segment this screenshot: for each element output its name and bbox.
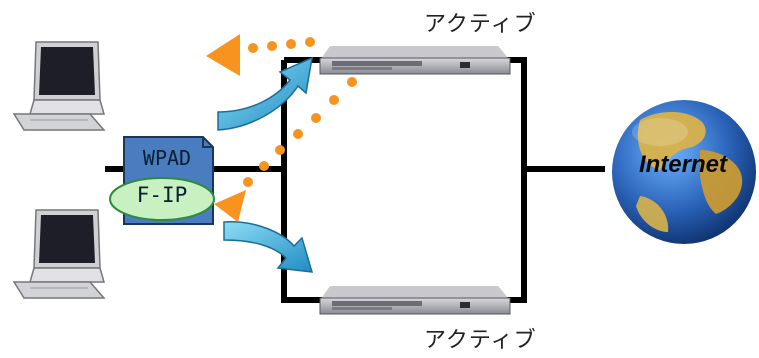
fip-label: F-IP [136, 183, 188, 207]
server-bottom [319, 286, 511, 315]
flow-arrow-down [223, 221, 314, 273]
server-bottom-label: アクティブ [424, 328, 537, 353]
server-top-label: アクティブ [424, 12, 537, 37]
internet-label: Internet [638, 151, 727, 178]
dotted-flow-top [206, 34, 315, 76]
internet-globe-icon [612, 100, 756, 244]
dotted-flow-diagonal [214, 77, 357, 222]
flow-arrow-up [217, 56, 313, 131]
laptop-bottom-icon [12, 209, 106, 299]
server-loop [281, 57, 527, 303]
wpad-label: WPAD [142, 146, 192, 170]
laptop-top-icon [12, 41, 106, 131]
server-top [319, 46, 511, 75]
fip-ellipse [109, 177, 215, 221]
